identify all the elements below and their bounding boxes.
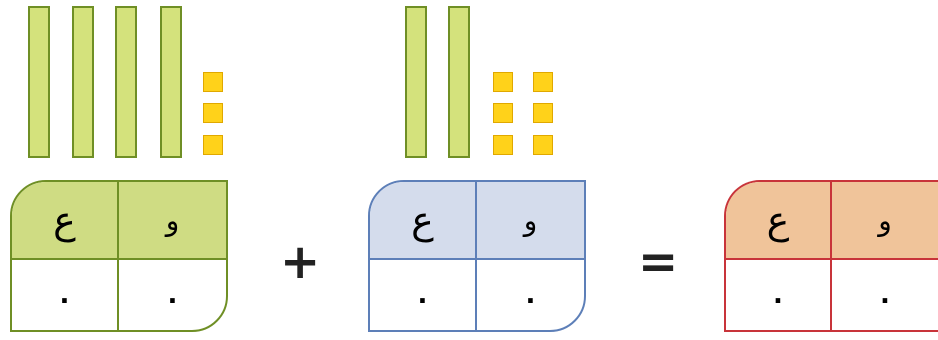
tens-rod bbox=[405, 6, 427, 158]
tens-rod bbox=[72, 6, 94, 158]
tens-rod bbox=[448, 6, 470, 158]
addend2-place-value-table: ع و . . bbox=[368, 180, 586, 332]
unit-cube bbox=[203, 72, 223, 92]
tens-value[interactable]: . bbox=[12, 260, 119, 330]
units-value[interactable]: . bbox=[167, 280, 178, 310]
tens-rod bbox=[115, 6, 137, 158]
unit-cube bbox=[203, 135, 223, 155]
tens-rod bbox=[28, 6, 50, 158]
tens-header: ع bbox=[12, 182, 119, 260]
units-header: و bbox=[832, 182, 938, 260]
unit-cube bbox=[533, 135, 553, 155]
units-header: و bbox=[477, 182, 584, 260]
addend1-place-value-table: ع و . . bbox=[10, 180, 228, 332]
unit-cube bbox=[203, 103, 223, 123]
tens-header: ع bbox=[370, 182, 477, 260]
tens-value[interactable]: . bbox=[726, 260, 832, 330]
unit-cube bbox=[493, 135, 513, 155]
equals-sign: = bbox=[638, 234, 679, 290]
units-value[interactable]: . bbox=[525, 280, 536, 310]
tens-rod bbox=[160, 6, 182, 158]
sum-place-value-table: ع و . . bbox=[724, 180, 938, 332]
unit-cube bbox=[533, 72, 553, 92]
unit-cube bbox=[533, 103, 553, 123]
unit-cube bbox=[493, 72, 513, 92]
plus-sign: + bbox=[280, 234, 321, 290]
units-header: و bbox=[119, 182, 226, 260]
unit-cube bbox=[493, 103, 513, 123]
units-value[interactable]: . bbox=[880, 280, 890, 310]
tens-value[interactable]: . bbox=[370, 260, 477, 330]
tens-header: ع bbox=[726, 182, 832, 260]
